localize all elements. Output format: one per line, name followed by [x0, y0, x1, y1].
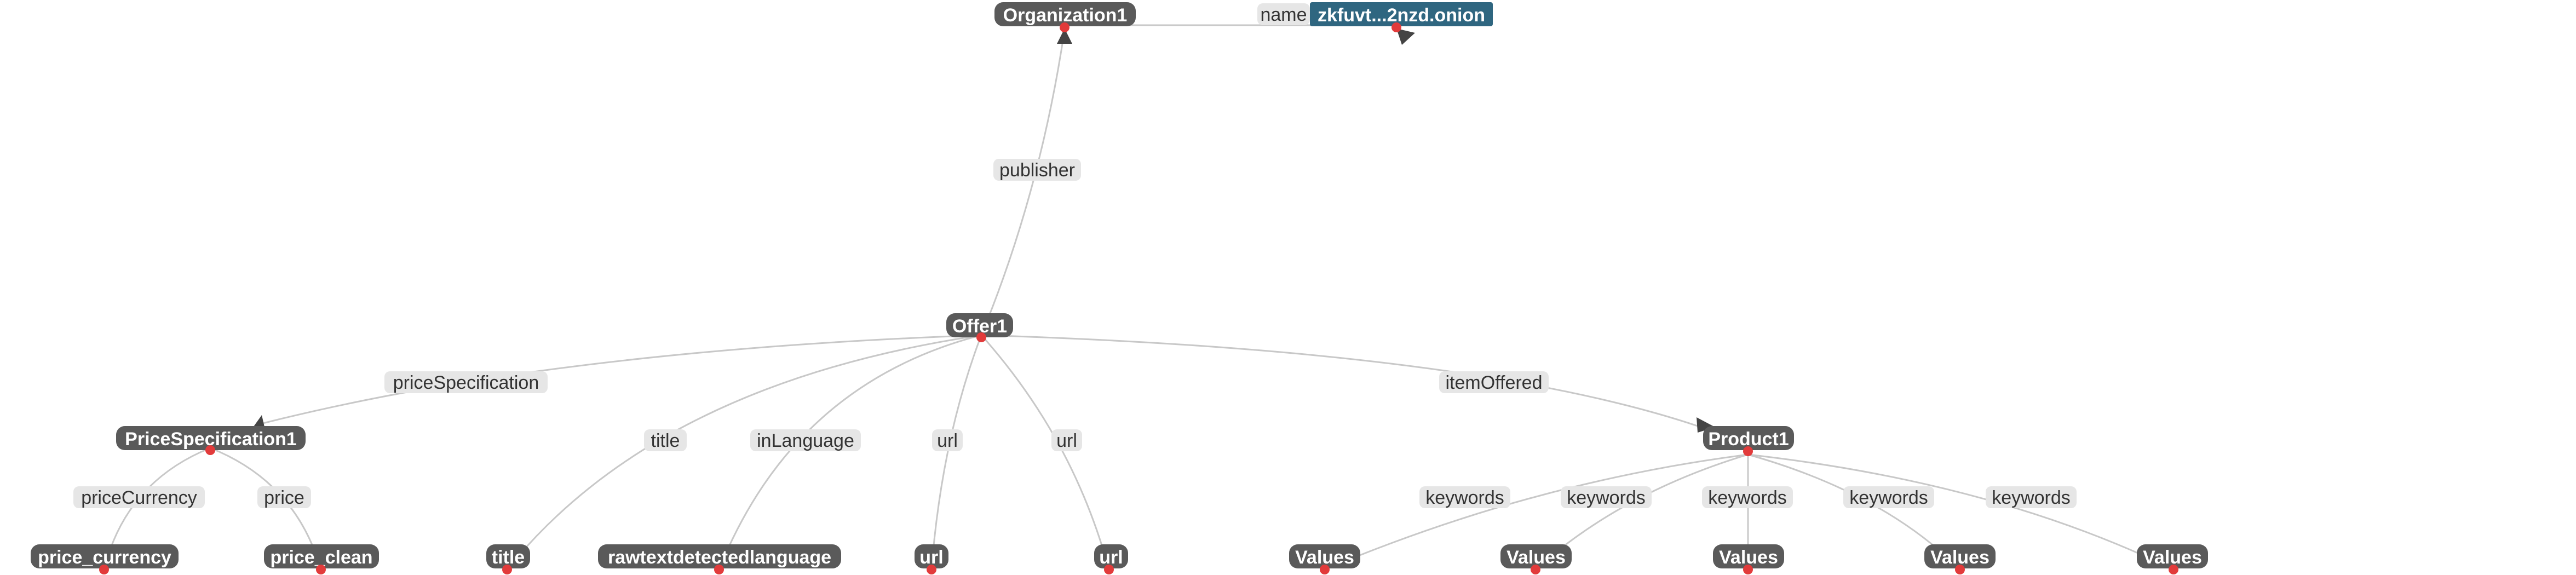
anchor-dot-organization[interactable]: [1060, 22, 1070, 32]
anchor-dot-values-2[interactable]: [1531, 565, 1540, 574]
anchor-dot-url-2[interactable]: [1104, 565, 1114, 574]
edge-label-in-language[interactable]: inLanguage: [750, 429, 861, 451]
anchor-dot-values-4[interactable]: [1955, 565, 1965, 574]
edge-label-price-currency-text: priceCurrency: [81, 487, 197, 508]
edge-label-in-language-text: inLanguage: [757, 430, 854, 451]
edge-label-item-offered[interactable]: itemOffered: [1439, 371, 1549, 393]
node-values-5[interactable]: Values: [2137, 544, 2208, 568]
node-values-3-label: Values: [1719, 547, 1778, 568]
node-values-2-label: Values: [1507, 547, 1566, 568]
edge-label-keywords-4-text: keywords: [1849, 487, 1928, 508]
node-product-label: Product1: [1708, 429, 1789, 450]
edge-label-keywords-2-text: keywords: [1567, 487, 1646, 508]
node-url-2-label: url: [1099, 547, 1123, 568]
edge-line-in-language: [718, 334, 982, 570]
anchor-dot-language[interactable]: [714, 565, 724, 574]
node-values-4[interactable]: Values: [1924, 544, 1996, 568]
anchor-dot-title[interactable]: [502, 565, 512, 574]
node-product[interactable]: Product1: [1703, 426, 1794, 450]
node-values-4-label: Values: [1930, 547, 1990, 568]
node-price-currency[interactable]: price_currency: [31, 544, 179, 568]
edge-line-keywords-5: [1747, 453, 2174, 571]
edge-label-price-specification[interactable]: priceSpecification: [384, 371, 548, 393]
edge-label-url-1[interactable]: url: [932, 429, 963, 451]
anchor-dot-price-clean[interactable]: [316, 565, 326, 574]
anchor-dot-name-literal[interactable]: [1392, 22, 1401, 32]
anchor-dot-url-1[interactable]: [927, 565, 936, 574]
edge-label-price-specification-text: priceSpecification: [393, 372, 539, 393]
edge-label-item-offered-text: itemOffered: [1445, 372, 1542, 393]
node-values-1[interactable]: Values: [1289, 544, 1360, 568]
anchor-dot-values-3[interactable]: [1743, 565, 1753, 574]
edge-label-name-text: name: [1260, 4, 1307, 25]
edge-label-title[interactable]: title: [644, 429, 687, 451]
node-organization-label: Organization1: [1003, 5, 1128, 26]
edge-label-url-2[interactable]: url: [1051, 429, 1082, 451]
edge-label-price-currency[interactable]: priceCurrency: [73, 486, 205, 508]
node-values-5-label: Values: [2143, 547, 2202, 568]
anchor-dot-values-5[interactable]: [2169, 565, 2178, 574]
node-price-clean[interactable]: price_clean: [264, 544, 379, 568]
node-values-2[interactable]: Values: [1500, 544, 1572, 568]
edge-label-url-2-text: url: [1056, 430, 1077, 451]
edge-line-keywords-1: [1324, 453, 1749, 571]
edge-label-publisher-text: publisher: [999, 160, 1075, 181]
anchor-dot-price-specification[interactable]: [205, 445, 215, 455]
edge-line-item-offered: [981, 334, 1705, 429]
edge-label-price-text: price: [264, 487, 304, 508]
edge-label-publisher[interactable]: publisher: [993, 159, 1081, 181]
edge-label-name[interactable]: name: [1257, 3, 1310, 25]
node-language[interactable]: rawtextdetectedlanguage: [598, 544, 841, 568]
anchor-dot-price-currency[interactable]: [99, 565, 109, 574]
node-values-1-label: Values: [1295, 547, 1354, 568]
arrowhead-name: [1396, 28, 1415, 45]
edge-label-keywords-5[interactable]: keywords: [1986, 486, 2077, 508]
node-title-label: title: [492, 547, 525, 568]
edge-label-keywords-1-text: keywords: [1425, 487, 1504, 508]
node-values-3[interactable]: Values: [1713, 544, 1784, 568]
anchor-dot-product[interactable]: [1743, 446, 1753, 456]
edge-label-keywords-3-text: keywords: [1708, 487, 1787, 508]
edge-line-url-1: [930, 335, 982, 570]
node-url-1-label: url: [919, 547, 943, 568]
node-url-2[interactable]: url: [1094, 544, 1128, 568]
edge-label-url-1-text: url: [937, 430, 958, 451]
edge-label-keywords-4[interactable]: keywords: [1843, 486, 1934, 508]
node-url-1[interactable]: url: [915, 544, 948, 568]
node-price-clean-label: price_clean: [270, 547, 372, 568]
edge-label-keywords-1[interactable]: keywords: [1419, 486, 1510, 508]
node-language-label: rawtextdetectedlanguage: [608, 547, 831, 568]
node-title[interactable]: title: [486, 544, 530, 568]
anchor-dot-values-1[interactable]: [1320, 565, 1330, 574]
edge-label-price[interactable]: price: [257, 486, 311, 508]
node-name-literal[interactable]: zkfuvt...2nzd.onion: [1310, 2, 1493, 26]
edge-line-url-2: [980, 335, 1110, 570]
anchor-dots: [99, 22, 2178, 574]
edge-label-title-text: title: [651, 430, 680, 451]
arrowhead-item-offered: [1697, 417, 1715, 433]
edge-line-title: [506, 334, 982, 570]
edge-line-price-specification: [256, 334, 982, 426]
node-price-specification[interactable]: PriceSpecification1: [116, 426, 306, 450]
edge-line-publisher: [980, 29, 1066, 336]
edge-label-keywords-2[interactable]: keywords: [1561, 486, 1652, 508]
arrowhead-publisher: [1057, 28, 1072, 44]
edge-label-keywords-3[interactable]: keywords: [1702, 486, 1793, 508]
edge-label-keywords-5-text: keywords: [1992, 487, 2071, 508]
node-name-literal-label: zkfuvt...2nzd.onion: [1318, 5, 1485, 26]
node-price-currency-label: price_currency: [38, 547, 171, 568]
anchor-dot-offer[interactable]: [976, 332, 986, 342]
node-organization[interactable]: Organization1: [994, 2, 1136, 26]
